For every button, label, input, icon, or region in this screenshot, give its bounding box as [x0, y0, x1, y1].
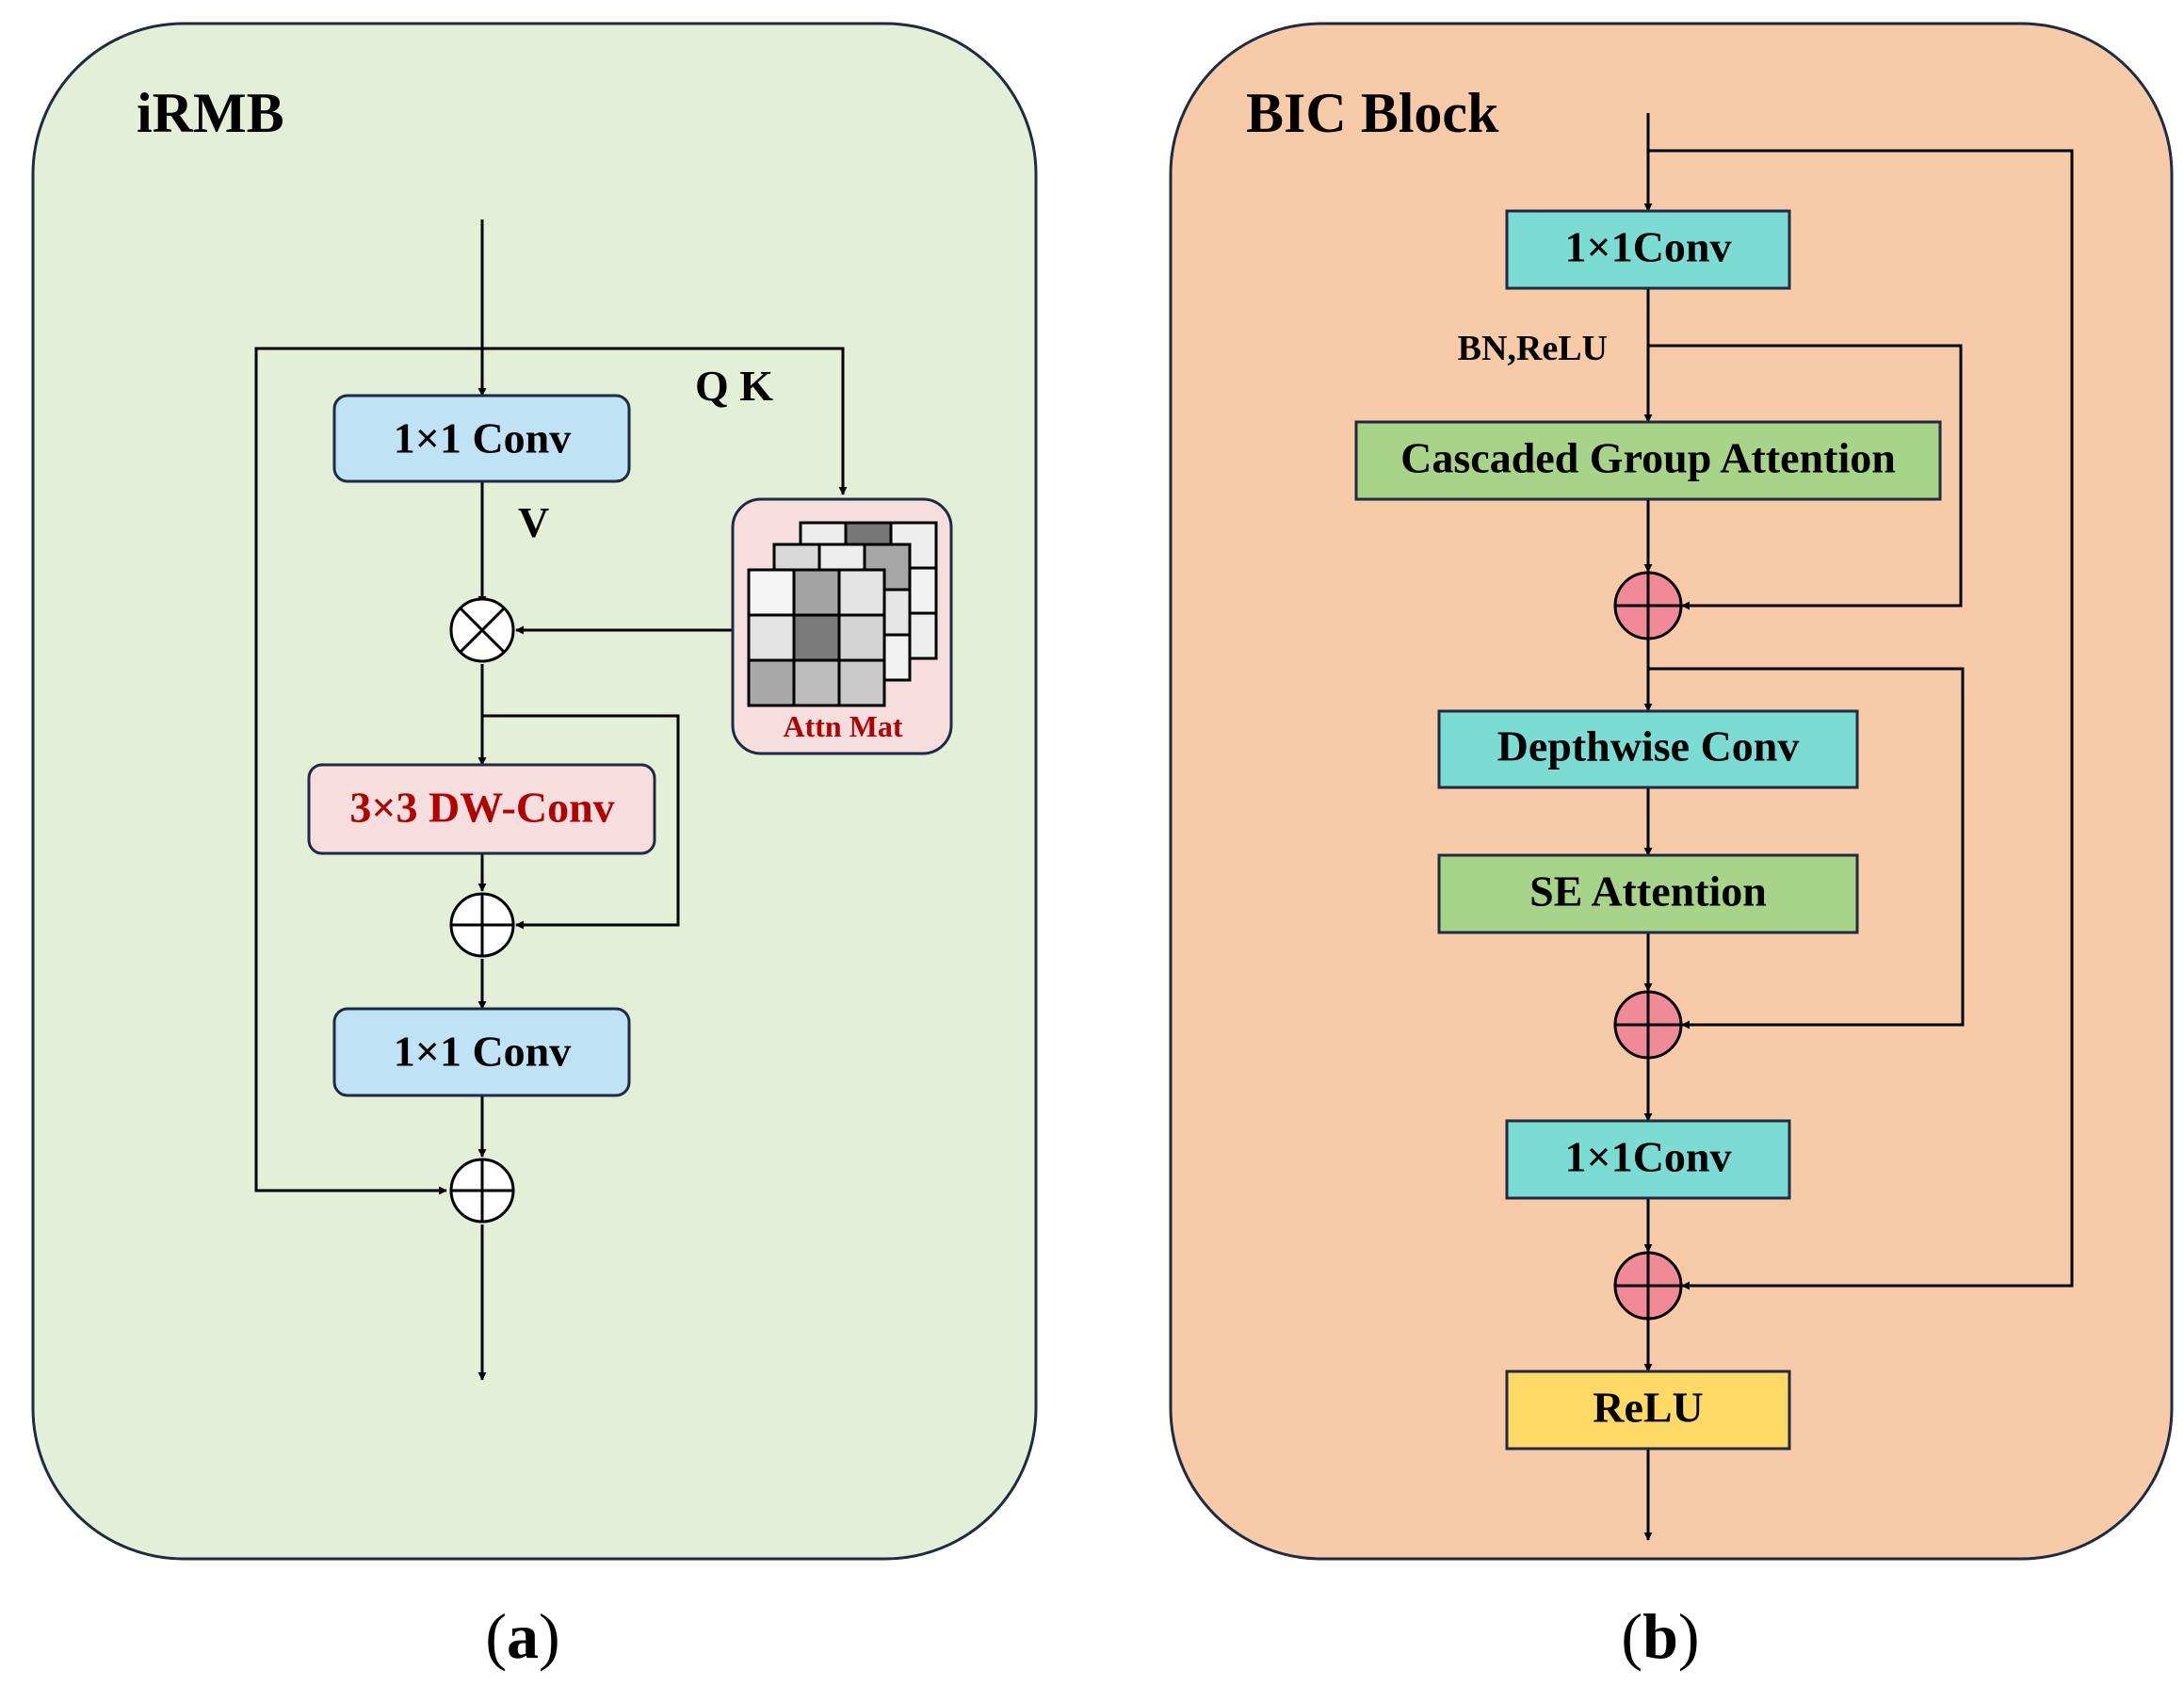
panel-b-title: BIC Block: [1246, 82, 1499, 144]
panel-b-connectors: [1643, 113, 2074, 1541]
depthwise-label: Depthwise Conv: [1497, 722, 1800, 770]
b-conv-bottom-box: [1505, 1119, 1791, 1200]
caption-b: (b): [1621, 1600, 1699, 1672]
attn-mat-label: Attn Mat: [783, 709, 902, 743]
adder-node-b1: [1613, 571, 1683, 640]
v-label: V: [518, 498, 549, 546]
depthwise-box: [1437, 709, 1859, 789]
b-conv-top-box: [1505, 209, 1791, 290]
attention-matrix: Attn Mat: [731, 497, 953, 755]
panel-a-title: iRMB: [137, 82, 284, 144]
b-conv-top-label: 1×1Conv: [1564, 223, 1731, 271]
attn-grid-front: [747, 568, 886, 707]
bn-relu-label: BN,ReLU: [1458, 329, 1608, 368]
caption-a: (a): [485, 1600, 559, 1672]
se-box: [1437, 853, 1859, 934]
se-label: SE Attention: [1529, 867, 1767, 916]
conv-1x1-top-box: [332, 394, 631, 483]
adder-node-b3: [1613, 1251, 1683, 1321]
panel-a-connectors: [254, 219, 848, 1381]
dwconv-box: [307, 763, 656, 855]
adder-node-a1: [449, 892, 515, 958]
conv-1x1-bottom-box: [332, 1007, 631, 1097]
b-conv-bottom-label: 1×1Conv: [1564, 1133, 1731, 1181]
adder-node-a2: [449, 1158, 515, 1224]
panel-b-background: [1169, 22, 2174, 1561]
relu-box: [1505, 1370, 1791, 1451]
conv-1x1-top-label: 1×1 Conv: [394, 414, 572, 462]
adder-node-b2: [1613, 990, 1683, 1060]
panel-a: iRMB 1×1 Conv Q K V: [31, 22, 1038, 1672]
qk-label: Q K: [695, 362, 773, 410]
conv-1x1-bottom-label: 1×1 Conv: [394, 1028, 572, 1076]
cga-label: Cascaded Group Attention: [1400, 434, 1896, 482]
cga-box: [1354, 420, 1942, 501]
dwconv-label: 3×3 DW-Conv: [349, 784, 614, 832]
relu-label: ReLU: [1593, 1384, 1704, 1432]
panel-b: BIC Block 1×1Conv BN,ReLU Cascaded Group…: [1169, 22, 2174, 1672]
multiply-node: [449, 597, 515, 663]
